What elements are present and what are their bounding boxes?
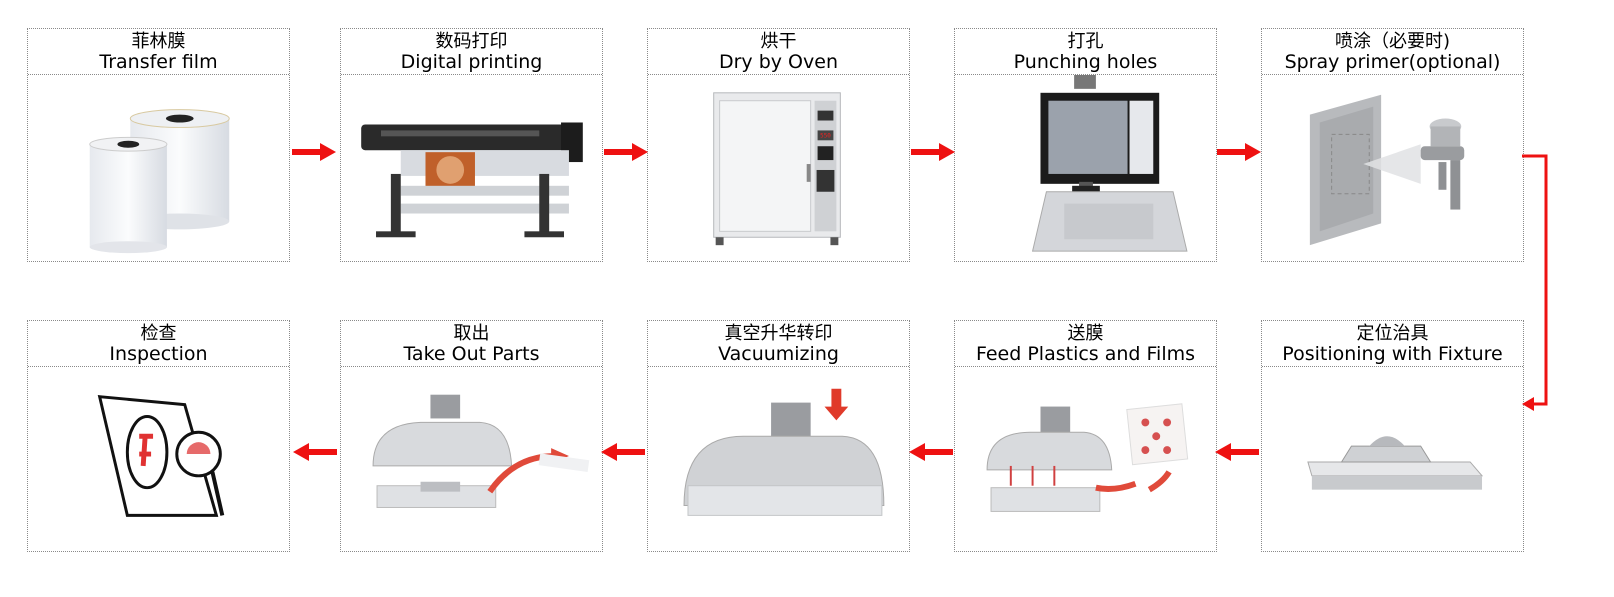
oven-icon: 550 <box>648 75 909 261</box>
vacuum-press-icon <box>648 367 909 551</box>
step-title-en: Take Out Parts <box>403 342 540 365</box>
step-header: 检查 Inspection <box>28 321 289 367</box>
flow-arrow-left <box>1215 442 1259 462</box>
step-header: 烘干 Dry by Oven <box>648 29 909 75</box>
step-digital-printing: 数码打印 Digital printing <box>340 28 603 262</box>
step-take-out-parts: 取出 Take Out Parts <box>340 320 603 552</box>
printer-icon <box>341 75 602 261</box>
step-title-zh: 真空升华转印 <box>724 322 833 344</box>
spray-gun-icon <box>1262 75 1523 261</box>
step-header: 数码打印 Digital printing <box>341 29 602 75</box>
step-title-en: Positioning with Fixture <box>1282 342 1503 365</box>
fixture-icon <box>1262 367 1523 551</box>
step-title-zh: 喷涂（必要时) <box>1334 30 1451 52</box>
step-header: 打孔 Punching holes <box>955 29 1216 75</box>
step-header: 定位治具 Positioning with Fixture <box>1262 321 1523 367</box>
punch-machine-icon <box>955 75 1216 261</box>
step-dry-by-oven: 烘干 Dry by Oven 550 <box>647 28 910 262</box>
step-spray-primer: 喷涂（必要时) Spray primer(optional) <box>1261 28 1524 262</box>
step-title-en: Inspection <box>109 342 208 365</box>
flow-arrow-left <box>293 442 337 462</box>
flow-arrow-left <box>601 442 645 462</box>
flow-arrow-right <box>292 142 336 162</box>
step-title-en: Spray primer(optional) <box>1284 50 1501 73</box>
step-positioning-fixture: 定位治具 Positioning with Fixture <box>1261 320 1524 552</box>
flow-connector-down <box>1522 152 1552 414</box>
flow-arrow-right <box>911 142 955 162</box>
step-header: 取出 Take Out Parts <box>341 321 602 367</box>
feed-film-icon <box>955 367 1216 551</box>
step-feed-plastics-films: 送膜 Feed Plastics and Films <box>954 320 1217 552</box>
step-title-en: Dry by Oven <box>718 50 838 73</box>
flow-arrow-left <box>909 442 953 462</box>
step-transfer-film: 菲林膜 Transfer film <box>27 28 290 262</box>
take-out-icon <box>341 367 602 551</box>
step-title-zh: 烘干 <box>760 30 797 52</box>
step-title-zh: 定位治具 <box>1356 322 1429 344</box>
step-header: 真空升华转印 Vacuumizing <box>648 321 909 367</box>
step-title-zh: 打孔 <box>1067 30 1104 52</box>
step-title-zh: 检查 <box>140 322 177 344</box>
step-title-en: Feed Plastics and Films <box>975 342 1196 365</box>
step-header: 喷涂（必要时) Spray primer(optional) <box>1262 29 1523 75</box>
step-header: 送膜 Feed Plastics and Films <box>955 321 1216 367</box>
step-punching-holes: 打孔 Punching holes <box>954 28 1217 262</box>
flow-arrow-right <box>604 142 648 162</box>
step-title-en: Punching holes <box>1013 50 1158 73</box>
magnifier-icon <box>28 367 289 551</box>
film-rolls-icon <box>28 75 289 261</box>
step-inspection: 检查 Inspection <box>27 320 290 552</box>
svg-text:550: 550 <box>820 132 831 139</box>
step-header: 菲林膜 Transfer film <box>28 29 289 75</box>
step-title-zh: 取出 <box>453 322 490 344</box>
step-title-en: Transfer film <box>99 50 218 73</box>
step-title-en: Vacuumizing <box>718 342 839 365</box>
step-title-en: Digital printing <box>400 50 543 73</box>
step-vacuumizing: 真空升华转印 Vacuumizing <box>647 320 910 552</box>
step-title-zh: 菲林膜 <box>131 30 186 52</box>
flow-arrow-right <box>1217 142 1261 162</box>
step-title-zh: 送膜 <box>1067 322 1104 344</box>
step-title-zh: 数码打印 <box>435 30 508 52</box>
